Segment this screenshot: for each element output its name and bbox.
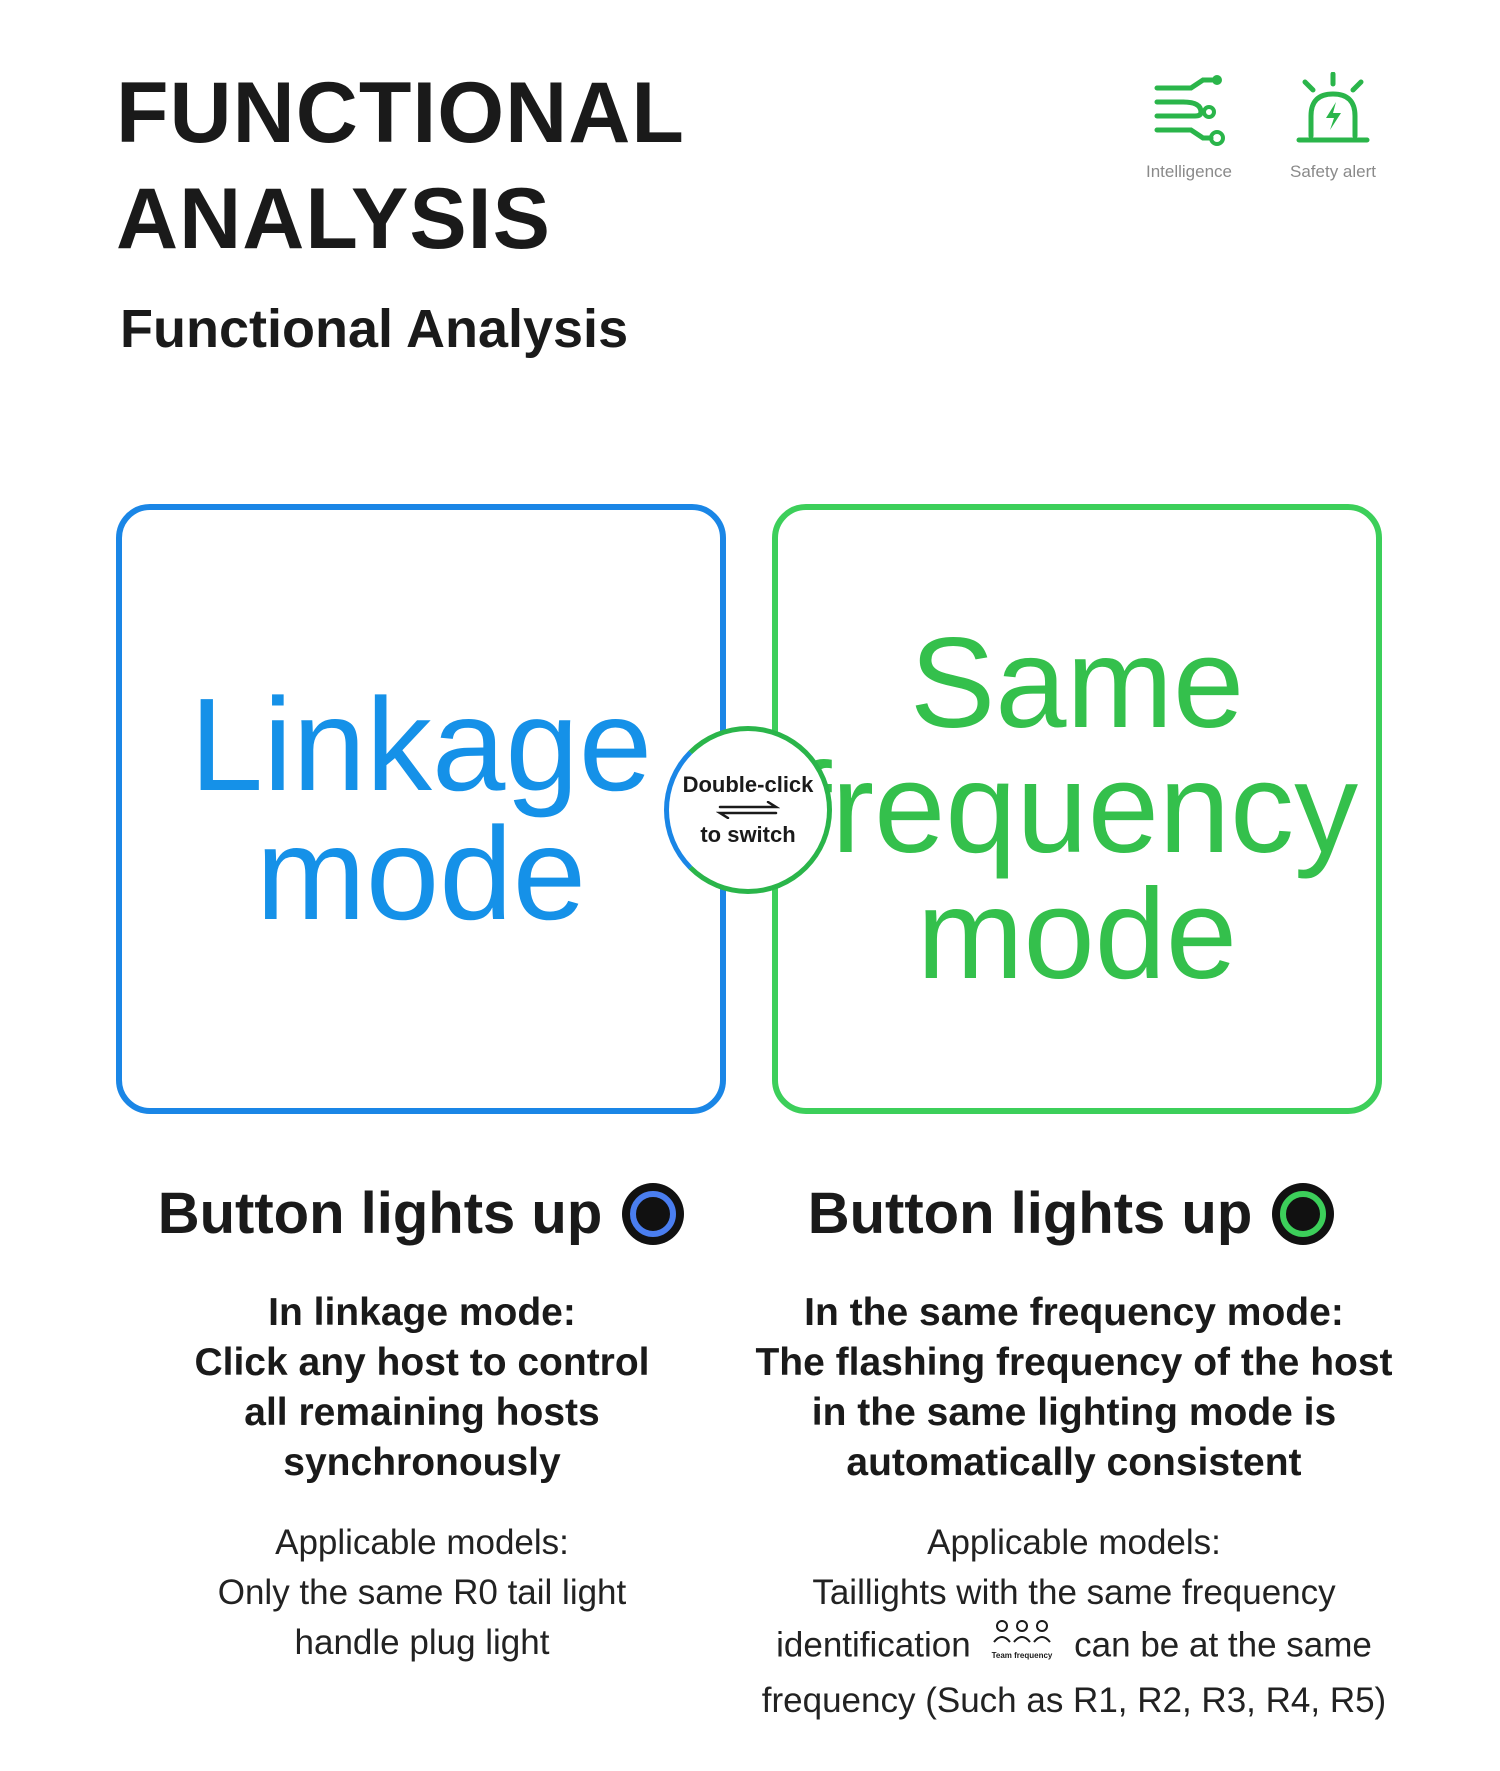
green-button-indicator-icon bbox=[1272, 1182, 1335, 1245]
team-frequency-label: Team frequency bbox=[992, 1651, 1053, 1660]
team-frequency-icon: Team frequency bbox=[990, 1618, 1054, 1676]
same-frequency-mode-label: Same frequency mode bbox=[795, 611, 1359, 1006]
same-frequency-mode-description: In the same frequency mode: The flashing… bbox=[755, 1291, 1393, 1484]
left-button-lights-up: Button lights up bbox=[72, 1180, 772, 1247]
circuit-icon bbox=[1154, 75, 1225, 146]
swap-arrows-icon bbox=[716, 801, 780, 819]
title-line-2: ANALYSIS bbox=[116, 171, 551, 267]
same-frequency-applicable-models: Applicable models: Taillights with the s… bbox=[761, 1523, 1387, 1720]
page-subtitle: Functional Analysis bbox=[120, 299, 629, 359]
switch-label-line-2: to switch bbox=[700, 822, 796, 847]
badge-intelligence: Intelligence bbox=[1114, 72, 1264, 182]
linkage-mode-panel: Linkage mode bbox=[116, 504, 726, 1114]
badge-label: Safety alert bbox=[1290, 162, 1376, 181]
linkage-mode-description: In linkage mode: Click any host to contr… bbox=[194, 1291, 650, 1484]
right-button-lights-up: Button lights up bbox=[722, 1180, 1422, 1247]
linkage-mode-label: Linkage mode bbox=[189, 670, 653, 947]
blue-button-indicator-icon bbox=[622, 1182, 685, 1245]
switch-label-line-1: Double-click bbox=[682, 771, 814, 797]
alarm-light-icon bbox=[1296, 72, 1370, 143]
page-title: FUNCTIONAL ANALYSIS bbox=[116, 60, 916, 272]
same-frequency-mode-panel: Same frequency mode bbox=[772, 504, 1382, 1114]
double-click-switch-indicator: Double-click to switch bbox=[664, 726, 832, 894]
title-line-1: FUNCTIONAL bbox=[116, 65, 685, 161]
badge-label: Intelligence bbox=[1145, 162, 1232, 181]
linkage-applicable-models: Applicable models: Only the same R0 tail… bbox=[217, 1523, 627, 1662]
badge-safety-alert: Safety alert bbox=[1258, 72, 1408, 182]
